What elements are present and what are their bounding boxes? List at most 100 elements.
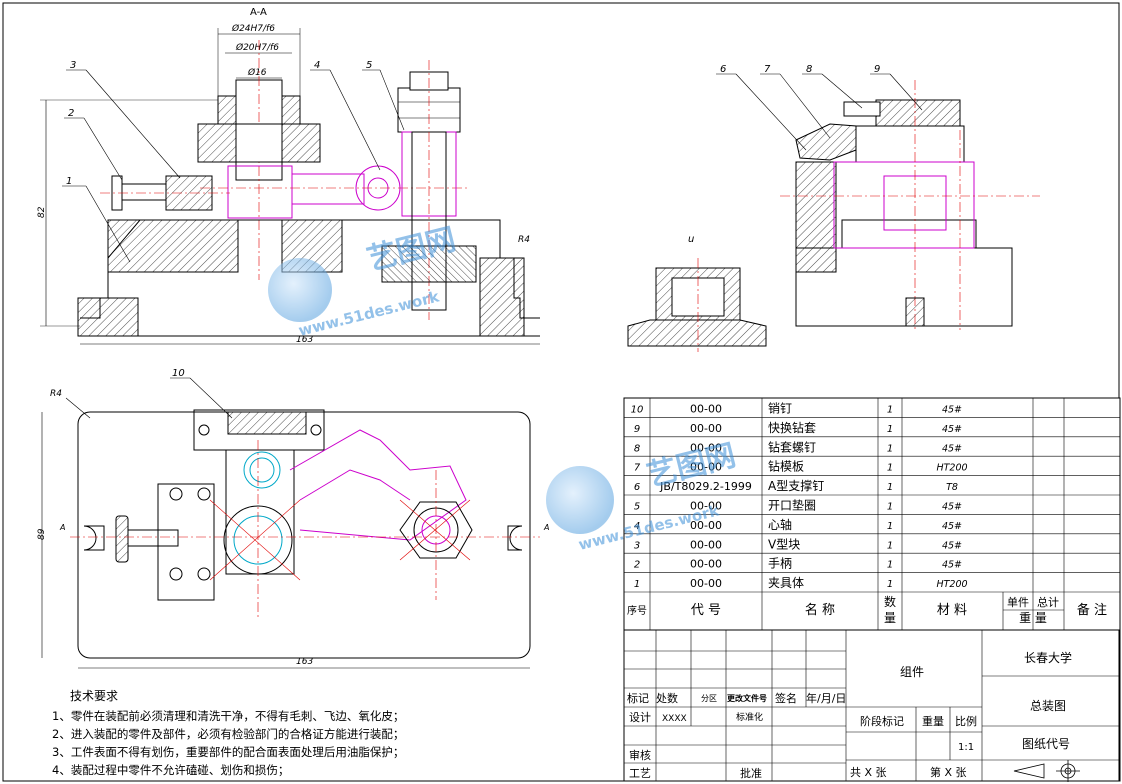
bom-header-note: 备 注 [1077,602,1107,618]
bom-row-qty: 1 [887,482,893,493]
tb-designer: XXXX [662,714,687,724]
tech-item-3: 3、工件表面不得有划伤，重要部件的配合面表面处理后用油脂保护； [52,745,404,759]
balloon-3: 3 [70,60,76,71]
bom-row-no: 5 [634,502,640,513]
bom-row-name: V型块 [768,537,800,551]
bom-row-material: 45# [942,443,962,454]
bom-row-no: 7 [634,463,641,474]
tech-item-2: 2、进入装配的零件及部件，必须有检验部门的合格证方能进行装配； [52,727,404,741]
tb-assembly: 组件 [900,665,924,679]
bom-row-material: 45# [942,405,962,416]
dim-d-inner: Ø16 [247,67,267,78]
tech-requirements: 技术要求 1、零件在装配前必须清理和清洗干净，不得有毛刺、飞边、氧化皮； 2、进… [52,689,404,777]
bom-row-code: 00-00 [690,558,722,571]
dim-d-mid: Ø20H7/f6 [235,42,279,53]
bom-row-material: 45# [942,424,962,435]
tb-weight: 重量 [922,714,944,728]
bom-header-unit1: 单件 [1007,596,1029,609]
tb-review: 审核 [629,748,651,762]
balloon-5: 5 [366,60,372,71]
watermark-globe-icon-2 [546,466,614,534]
tb-process: 工艺 [629,767,651,780]
tb-count: 处数 [656,692,678,705]
balloon-10: 10 [172,368,185,379]
bom-row-material: 45# [942,502,962,513]
side-view: 6 7 8 9 [716,64,1040,330]
balloon-7: 7 [764,64,771,75]
view-mark: u [688,234,694,245]
bom-row-material: 45# [942,521,962,532]
bom-row-no: 4 [634,521,640,532]
tech-item-1: 1、零件在装配前必须清理和清洗干净，不得有毛刺、飞边、氧化皮； [52,709,404,723]
bom-row-material: 45# [942,540,962,551]
bom-row-code: 00-00 [690,441,722,454]
tech-item-4: 4、装配过程中零件不允许磕碰、划伤和损伤； [52,763,289,777]
bom-row-name: 开口垫圈 [768,498,816,513]
tb-school: 长春大学 [1024,650,1072,665]
dim-width-top: 163 [296,335,313,345]
dim-height-bottom: 89 [37,528,47,540]
bom-row-qty: 1 [887,463,893,474]
bom-row-no: 6 [634,482,640,493]
bom-row-material: HT200 [936,579,967,590]
bom-row-name: A型支撑钉 [768,478,824,493]
bom-row-qty: 1 [887,424,893,435]
tb-sheet-no: 第 X 张 [930,765,967,779]
tb-zone: 分区 [701,694,717,703]
arrow-a-left: A [59,523,65,532]
bom-row-material: HT200 [936,463,967,474]
bom-header-qty2: 量 [884,611,896,625]
bom-row-no: 10 [631,405,644,416]
tb-sign: 签名 [775,691,797,705]
bom-row-code: 00-00 [690,403,722,416]
bom-row-no: 3 [634,540,640,551]
tech-title: 技术要求 [70,689,118,703]
bom-row-name: 销钉 [768,402,792,416]
dim-radius-right: R4 [518,235,530,245]
bom-row-code: JB/T8029.2-1999 [659,480,752,493]
dim-radius-left: R4 [50,389,62,399]
bom-header-weight: 重 量 [1019,611,1047,625]
balloon-2: 2 [68,108,74,119]
tb-stage: 阶段标记 [860,714,904,728]
arrow-a-right: A [543,523,549,532]
bom-row-qty: 1 [887,521,893,532]
bom-header-name: 名 称 [805,602,835,618]
balloon-8: 8 [806,64,812,75]
tb-scale-value: 1:1 [958,742,974,753]
bom-row-code: 00-00 [690,538,722,551]
tb-mark: 标记 [627,691,649,705]
balloon-9: 9 [874,64,880,75]
bom-row-no: 9 [634,424,640,435]
projection-symbol-icon [1013,760,1080,782]
bom-row-qty: 1 [887,540,893,551]
tb-approve: 批准 [740,766,762,780]
bom-row-name: 手柄 [768,557,792,571]
tb-date: 年/月/日 [806,691,846,705]
bom-row-material: T8 [946,482,958,493]
bom-row-code: 00-00 [690,577,722,590]
bom-row-name: 钻套螺钉 [768,439,816,454]
bom-row-no: 1 [634,579,640,590]
bom-header-unit2: 总计 [1037,595,1059,609]
bom-row-qty: 1 [887,443,893,454]
watermark-globe-icon [268,258,332,322]
tb-drawing-name: 总装图 [1030,699,1066,713]
bom-header-no: 序号 [627,604,647,617]
bom-header-material: 材 料 [937,603,967,618]
tb-total-sheets: 共 X 张 [850,766,887,779]
detail-view: u [627,234,767,352]
balloon-1: 1 [66,176,72,187]
bom-row-name: 心轴 [768,517,792,532]
bom-row-qty: 1 [887,405,893,416]
tb-drawing-code: 图纸代号 [1022,737,1070,751]
bom-header-qty1: 数 [884,594,896,609]
bom-row-name: 夹具体 [768,576,804,590]
bom-row-name: 快换钻套 [768,420,816,435]
section-label: A-A [250,7,267,18]
bom-row-code: 00-00 [690,461,722,474]
